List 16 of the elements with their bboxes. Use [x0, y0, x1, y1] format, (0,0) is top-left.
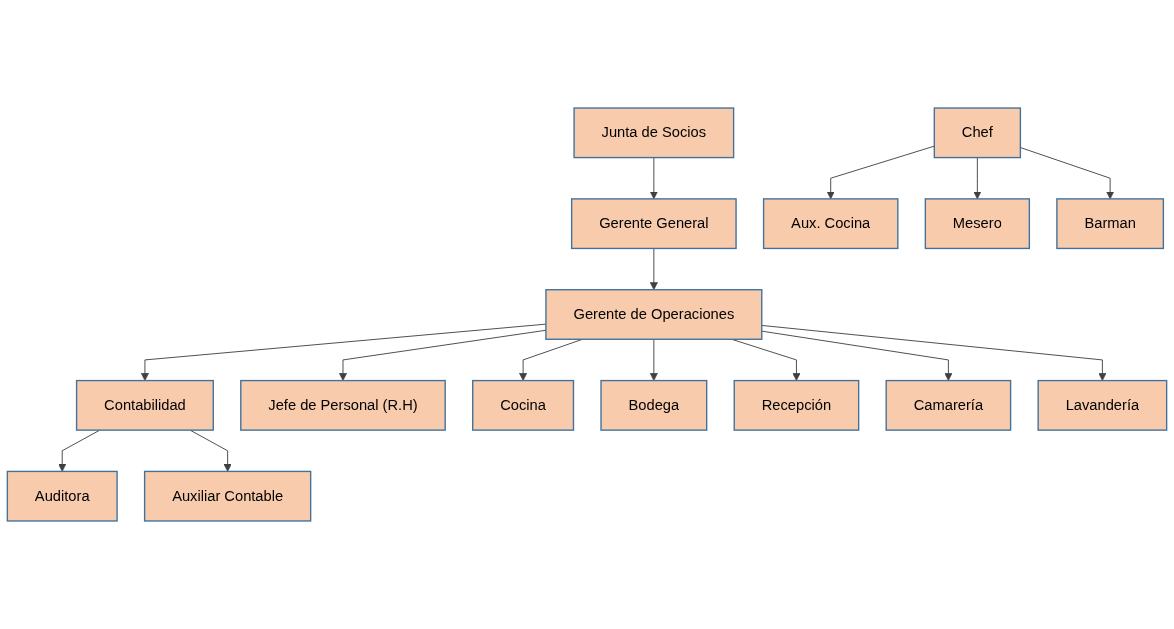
node-box: Auditora [6, 470, 118, 522]
node-box: Auxiliar Contable [143, 470, 312, 522]
node-box: Jefe de Personal (R.H) [240, 379, 446, 431]
node-box: Gerente General [570, 198, 737, 250]
node-box: Gerente de Operaciones [545, 289, 763, 340]
node-box: Barman [1056, 198, 1165, 250]
node-box: Lavandería [1037, 379, 1168, 431]
node-box: Camarería [885, 379, 1012, 431]
node-box: Chef [933, 107, 1022, 159]
node-box: Bodega [600, 379, 708, 431]
node-box: Cocina [472, 379, 575, 431]
node-box: Junta de Socios [573, 107, 735, 159]
node-box: Recepción [733, 379, 860, 431]
node-box: Contabilidad [75, 379, 214, 431]
node-box: Mesero [924, 198, 1031, 250]
node-box: Aux. Cocina [762, 198, 899, 250]
